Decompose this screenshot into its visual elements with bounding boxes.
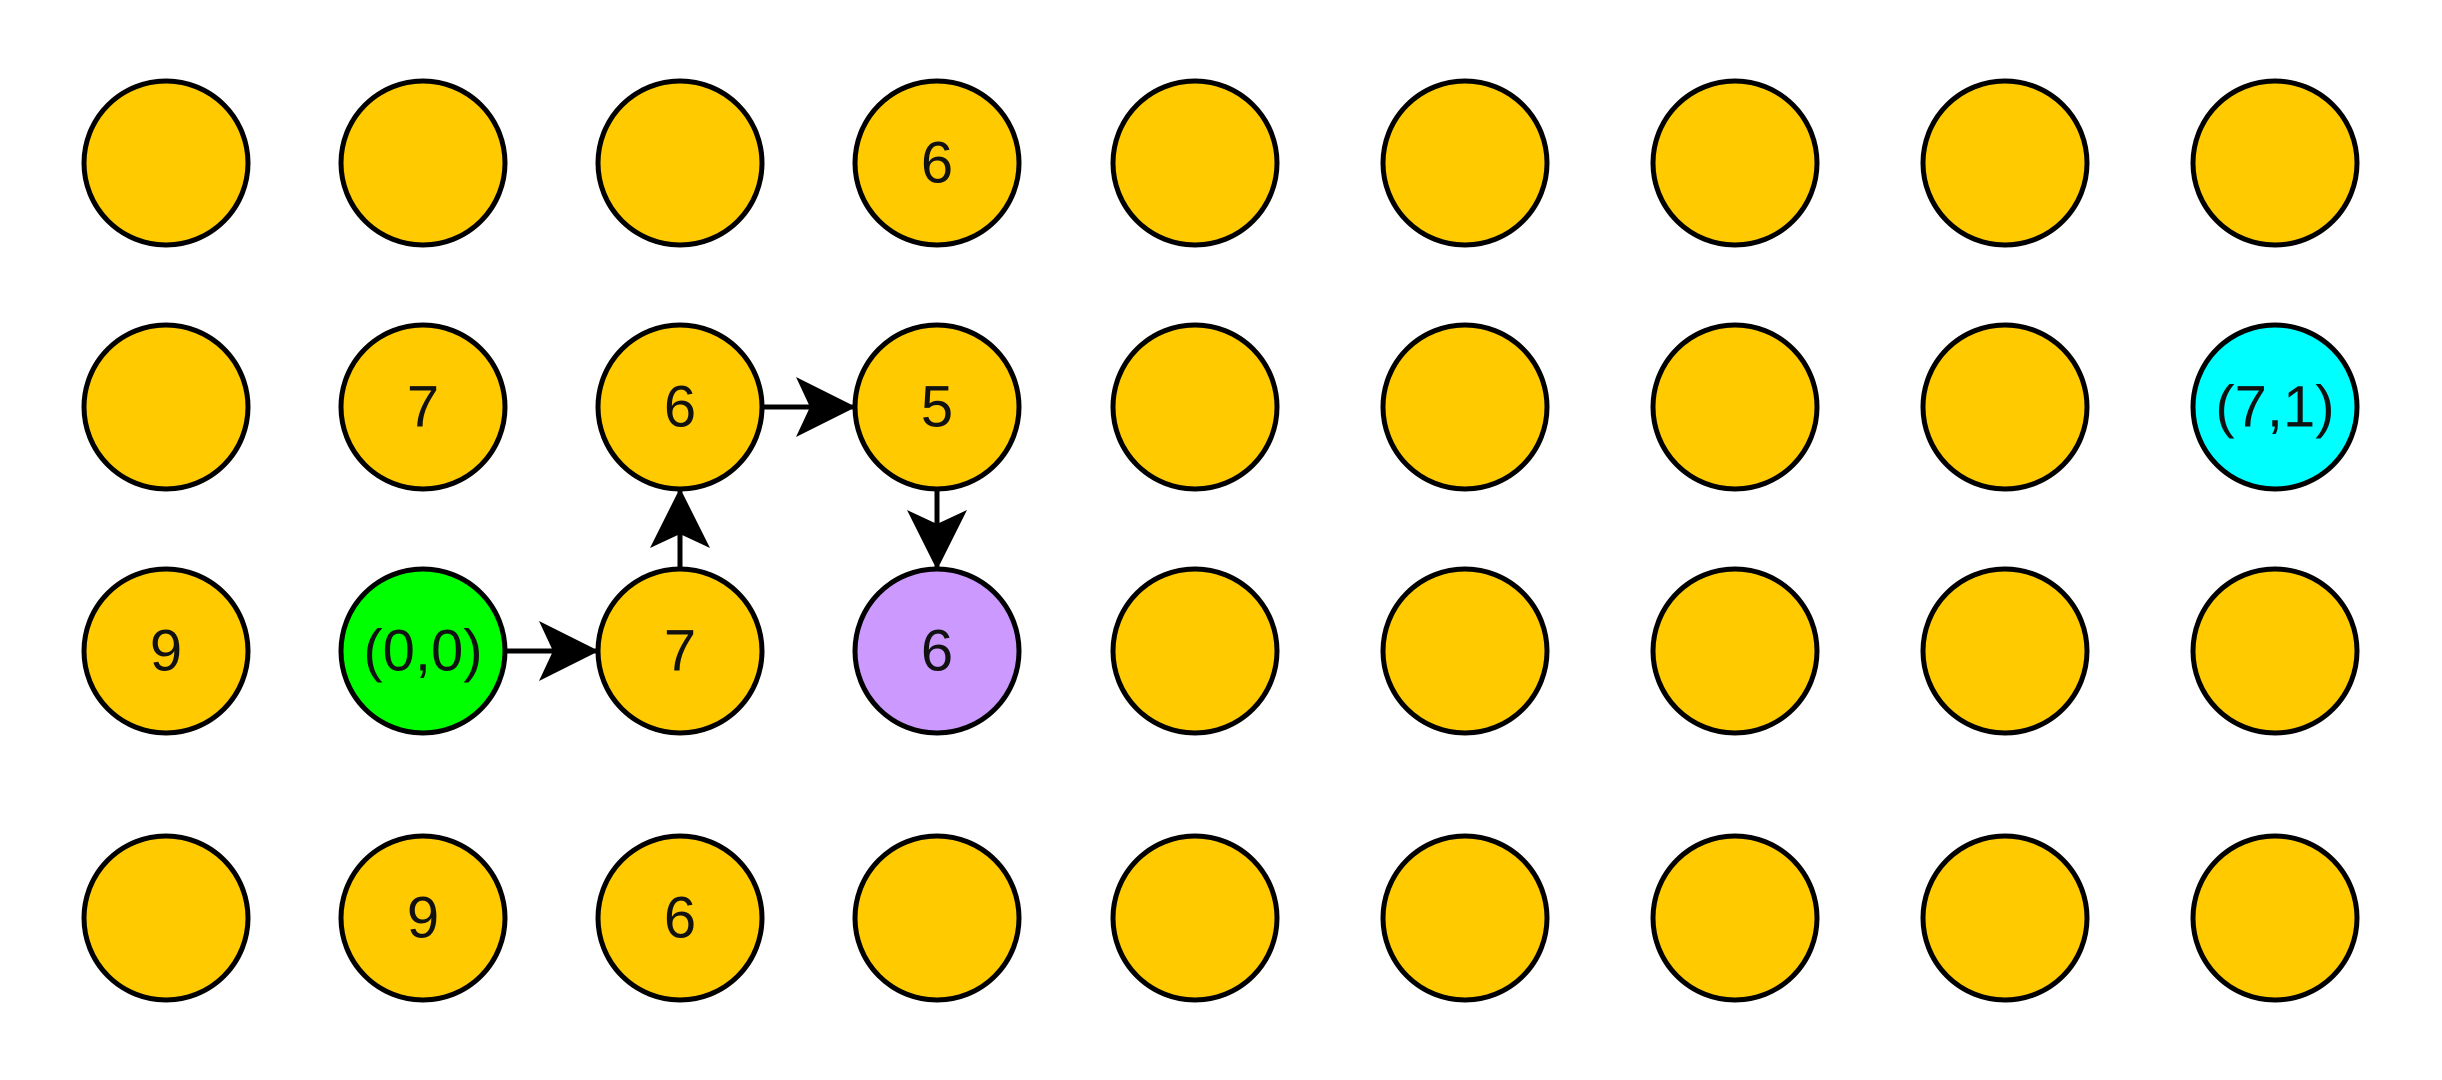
grid-node: 6: [852, 78, 1022, 248]
grid-node: [2190, 833, 2360, 1003]
grid-node: [1110, 833, 1280, 1003]
node-circle: [595, 833, 765, 1003]
node-label: (7,1): [2215, 375, 2334, 440]
nodes: 6 7 6 5 (7,1) 9 (0,0) 7 6 9 6: [81, 78, 2360, 1003]
node-circle: [1110, 833, 1280, 1003]
grid-node: [595, 78, 765, 248]
node-circle: [1380, 566, 1550, 736]
node-circle: [1380, 833, 1550, 1003]
node-circle: [1920, 322, 2090, 492]
node-label: 6: [921, 619, 953, 684]
node-circle: [595, 566, 765, 736]
grid-node: [81, 322, 251, 492]
node-circle: [338, 78, 508, 248]
grid-node: [1920, 566, 2090, 736]
node-circle: [2190, 566, 2360, 736]
node-circle: [2190, 78, 2360, 248]
node-circle: [852, 833, 1022, 1003]
edges: [505, 377, 967, 681]
node-circle: [1380, 322, 1550, 492]
node-circle: [1110, 322, 1280, 492]
node-circle: [1650, 322, 1820, 492]
grid-node: 7: [338, 322, 508, 492]
node-circle: [81, 833, 251, 1003]
node-label: (0,0): [363, 619, 482, 684]
node-label: 6: [664, 886, 696, 951]
node-circle: [1110, 78, 1280, 248]
node-label: 9: [150, 619, 182, 684]
grid-node: 9: [338, 833, 508, 1003]
grid-node: 6: [595, 322, 765, 492]
node-circle: [852, 322, 1022, 492]
grid-node: [2190, 566, 2360, 736]
node-circle: [1920, 833, 2090, 1003]
grid-node: [1920, 322, 2090, 492]
grid-node: [1380, 833, 1550, 1003]
grid-node: 9: [81, 566, 251, 736]
node-circle: [81, 322, 251, 492]
node-circle: [338, 566, 508, 736]
node-label: 5: [921, 375, 953, 440]
node-circle: [1650, 566, 1820, 736]
grid-node: [2190, 78, 2360, 248]
node-circle: [852, 78, 1022, 248]
grid-node: [1920, 78, 2090, 248]
grid-node: [1650, 322, 1820, 492]
goal-node: (7,1): [2190, 322, 2360, 492]
grid-node: [338, 78, 508, 248]
grid-node: [1110, 78, 1280, 248]
node-circle: [2190, 833, 2360, 1003]
grid-node: 5: [852, 322, 1022, 492]
grid-node: [1650, 833, 1820, 1003]
node-circle: [595, 78, 765, 248]
node-circle: [1380, 78, 1550, 248]
node-label: 6: [921, 131, 953, 196]
grid-node: [1380, 566, 1550, 736]
node-label: 6: [664, 375, 696, 440]
node-label: 7: [664, 619, 696, 684]
node-circle: [1110, 566, 1280, 736]
node-circle: [1650, 78, 1820, 248]
grid-node: 7: [595, 566, 765, 736]
start-node: (0,0): [338, 566, 508, 736]
node-circle: [81, 566, 251, 736]
node-circle: [595, 322, 765, 492]
node-circle: [1650, 833, 1820, 1003]
grid-node: 6: [595, 833, 765, 1003]
grid-node: [1380, 322, 1550, 492]
grid-node: [1650, 566, 1820, 736]
grid-node: [81, 78, 251, 248]
current-node: 6: [852, 566, 1022, 736]
grid-node: [1110, 322, 1280, 492]
grid-node: [1380, 78, 1550, 248]
node-circle: [338, 322, 508, 492]
node-circle: [852, 566, 1022, 736]
grid-node: [1920, 833, 2090, 1003]
node-label: 7: [407, 375, 439, 440]
node-label: 9: [407, 886, 439, 951]
node-circle: [1920, 566, 2090, 736]
node-circle: [338, 833, 508, 1003]
node-circle: [1920, 78, 2090, 248]
grid-node: [852, 833, 1022, 1003]
grid-node: [1110, 566, 1280, 736]
node-circle: [81, 78, 251, 248]
grid-node: [81, 833, 251, 1003]
grid-node: [1650, 78, 1820, 248]
node-circle: [2190, 322, 2360, 492]
